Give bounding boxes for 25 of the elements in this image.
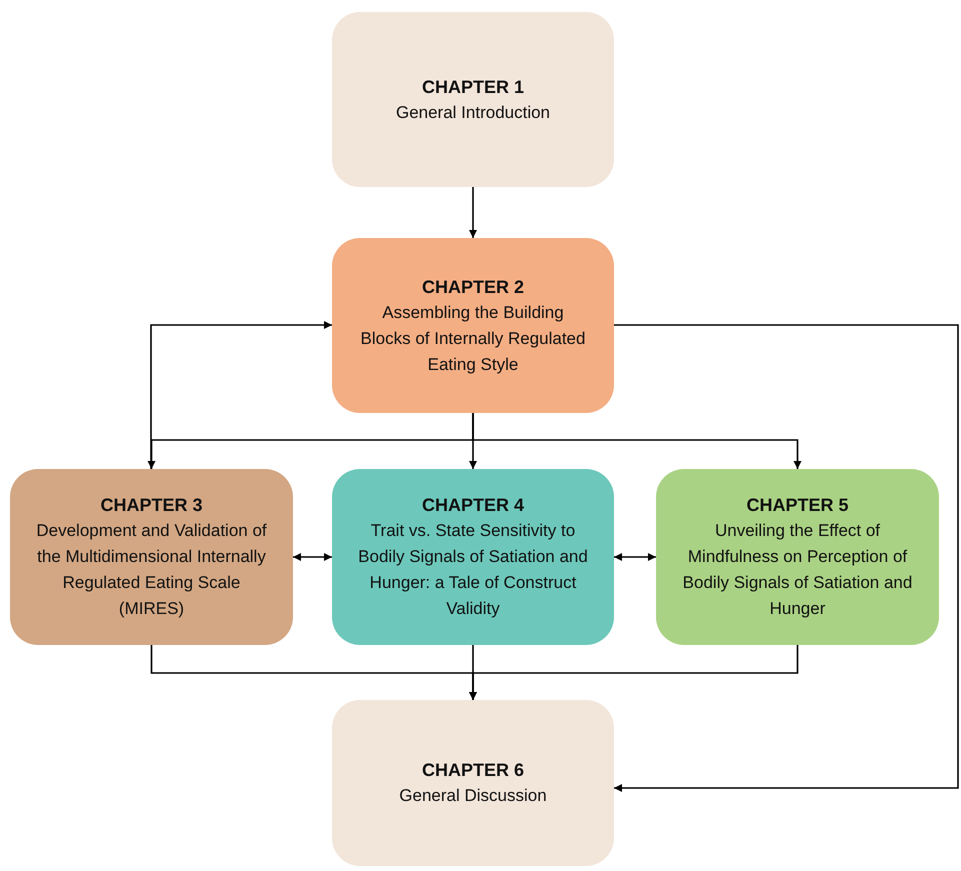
chapter-number: CHAPTER 2 [422, 276, 524, 298]
chapter-box [10, 469, 293, 645]
arrow [614, 324, 959, 792]
arrow [469, 645, 798, 700]
arrow [472, 413, 802, 469]
chapter-title: Development and Validation of the Multidimensional Internally Regulated Eating Scale (MIRES) [35, 520, 268, 620]
chapter-box [332, 12, 614, 187]
arrow [150, 321, 332, 469]
chapter-number: CHAPTER 6 [422, 759, 524, 782]
chapter-box [332, 700, 614, 866]
chapter-number: CHAPTER 1 [422, 76, 524, 98]
chapter-box [656, 469, 939, 645]
chapter-title: Unveiling the Effect of Mindfulness on Perception of Bodily Signals of Satiation and Hunger [682, 520, 914, 620]
chapter-number: CHAPTER 4 [422, 494, 524, 517]
chapter-number: CHAPTER 5 [746, 494, 848, 517]
chapter-title: Trait vs. State Sensitivity to Bodily Signals of Satiation and Hunger: a Tale of Construct Validity [357, 520, 589, 620]
chapter-title: Assembling the Building Blocks of Internally Regulated Eating Style [360, 302, 586, 376]
arrow [614, 553, 656, 561]
arrow [293, 553, 332, 561]
chapter-number: CHAPTER 3 [100, 494, 202, 517]
arrow [469, 187, 477, 238]
chapter-title: General Discussion [399, 785, 547, 807]
chapter-box [332, 469, 614, 645]
chapter-box [332, 238, 614, 413]
chapter-title: General Introduction [396, 102, 550, 124]
